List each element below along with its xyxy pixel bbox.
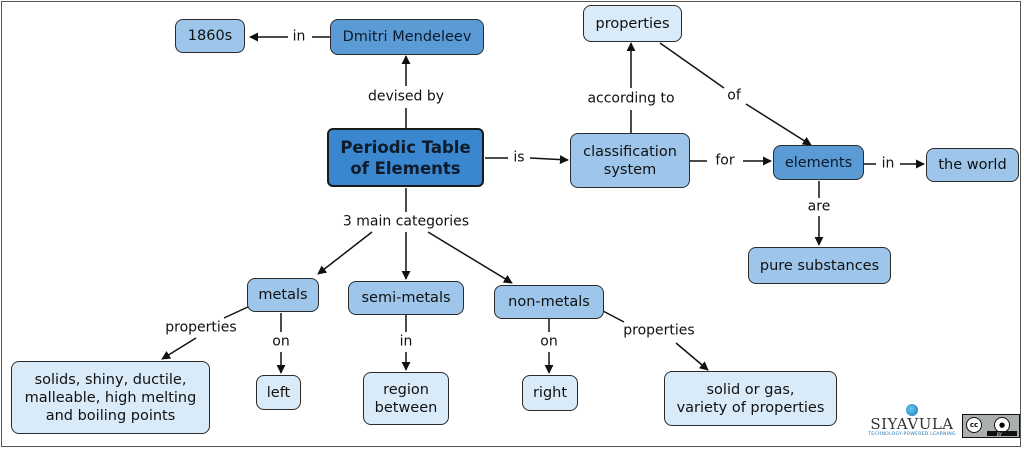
node-semi-metals: semi-metals (348, 281, 464, 315)
node-pure-substances: pure substances (748, 247, 891, 284)
cc-text: cc (969, 421, 979, 429)
edge-of-to-elements (745, 103, 812, 146)
link-label-properties-metals: properties (162, 319, 240, 337)
cc-icon: cc (966, 417, 982, 433)
siyavula-logo: SIYAVULA TECHNOLOGY-POWERED LEARNING (868, 404, 956, 440)
link-label-3-main-categories: 3 main categories (339, 213, 473, 231)
node-properties-top: properties (583, 5, 682, 42)
edge-nonmetals-to-properties (602, 310, 625, 323)
edge-properties-to-solids (161, 337, 197, 360)
link-label-is: is (510, 149, 528, 167)
link-label-for: for (712, 152, 738, 170)
by-text: BY (997, 432, 1002, 437)
edge-is-to-classification (529, 155, 569, 165)
node-nonmetal-properties: solid or gas, variety of properties (664, 371, 837, 426)
by-label-bar (987, 431, 1017, 436)
node-1860s: 1860s (175, 19, 245, 53)
edge-metals-to-properties (223, 305, 251, 319)
link-label-properties-nonmetals: properties (620, 322, 698, 340)
link-label-of: of (724, 87, 744, 105)
link-label-devised-by: devised by (364, 88, 448, 106)
logo-tagline: TECHNOLOGY-POWERED LEARNING (868, 432, 956, 437)
node-region-between: region between (363, 372, 449, 425)
edge-properties-to-of (659, 42, 725, 89)
edge-properties-to-solidgas (675, 342, 709, 371)
link-label-on-right: on (537, 333, 561, 351)
logo-dot-icon (906, 404, 918, 416)
cc-by-license-badge: cc ● BY (962, 414, 1020, 438)
node-the-world: the world (926, 148, 1019, 182)
link-label-in-mendeleev: in (289, 28, 309, 46)
logo-wordmark: SIYAVULA (870, 415, 954, 433)
link-label-in-world: in (878, 155, 898, 173)
node-periodic-table: Periodic Table of Elements (327, 128, 484, 187)
link-label-on-left: on (269, 333, 293, 351)
edge-categories-to-metals (317, 231, 373, 275)
link-label-according-to: according to (584, 90, 678, 108)
node-classification-system: classification system (570, 133, 690, 188)
link-label-in-region: in (396, 333, 416, 351)
node-left: left (256, 375, 301, 410)
node-non-metals: non-metals (494, 285, 604, 319)
node-metal-properties: solids, shiny, ductile, malleable, high … (11, 361, 210, 434)
node-metals: metals (247, 278, 319, 312)
node-elements: elements (773, 145, 864, 180)
node-dmitri-mendeleev: Dmitri Mendeleev (330, 19, 484, 55)
edge-categories-to-nonmetals (427, 231, 513, 284)
node-right: right (522, 375, 578, 411)
link-label-are: are (804, 198, 834, 216)
